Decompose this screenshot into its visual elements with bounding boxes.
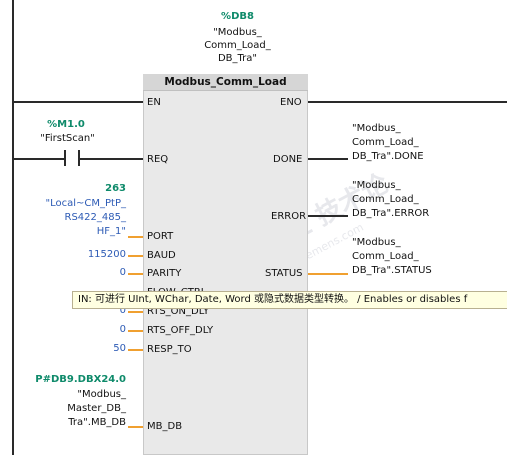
error-lead (308, 215, 348, 217)
instance-db-name-line-3: DB_Tra" (217, 53, 258, 64)
rts-off-value[interactable]: 0 (119, 324, 126, 335)
baud-value[interactable]: 115200 (87, 249, 126, 260)
pin-rts-on-dly: RTS_ON_DLY (147, 306, 210, 317)
port-param-value[interactable]: 263 (105, 183, 126, 194)
baud-lead (128, 255, 143, 257)
instance-db-name-line-1: "Modbus_ (213, 27, 262, 38)
pin-port: PORT (147, 231, 174, 242)
function-block-body[interactable] (143, 74, 308, 455)
pin-eno: ENO (280, 97, 302, 108)
instance-db-tag[interactable]: %DB8 (221, 11, 254, 22)
req-rung-line-right (78, 158, 143, 160)
pin-baud: BAUD (147, 250, 176, 261)
pin-resp-to: RESP_TO (147, 344, 192, 355)
pin-rts-off-dly: RTS_OFF_DLY (147, 325, 214, 336)
pin-done: DONE (273, 154, 303, 165)
mb-db-line-2: Master_DB_ (67, 403, 126, 414)
port-lead (128, 236, 143, 238)
parameter-tooltip: IN: 可进行 UInt, WChar, Date, Word 或隐式数据类型转… (72, 291, 507, 309)
mb-db-lead (128, 426, 143, 428)
en-rung-line (12, 101, 143, 103)
pin-parity: PARITY (147, 268, 182, 279)
done-lead (308, 158, 348, 160)
pin-req: REQ (147, 154, 169, 165)
rts-off-lead (128, 330, 143, 332)
req-contact-address[interactable]: %M1.0 (47, 119, 85, 130)
done-tag-line-1[interactable]: "Modbus_ (352, 123, 401, 134)
status-lead (308, 273, 348, 275)
rts-on-value[interactable]: 0 (119, 305, 126, 316)
left-power-rail (12, 0, 14, 455)
parity-lead (128, 273, 143, 275)
resp-to-lead (128, 349, 143, 351)
function-block-title[interactable]: Modbus_Comm_Load (143, 74, 308, 91)
mb-db-line-1: "Modbus_ (77, 389, 126, 400)
req-rung-line-left (12, 158, 64, 160)
error-tag-line-3: DB_Tra".ERROR (352, 208, 430, 219)
eno-rung-line (308, 101, 507, 103)
pin-error: ERROR (271, 211, 307, 222)
port-param-line-2: RS422_485_ (64, 212, 126, 223)
status-tag-line-3: DB_Tra".STATUS (352, 265, 432, 276)
pin-en: EN (147, 97, 161, 108)
pin-status: STATUS (265, 268, 303, 279)
done-tag-line-2: Comm_Load_ (352, 137, 419, 148)
port-param-line-3: HF_1" (96, 226, 126, 237)
done-tag-line-3: DB_Tra".DONE (352, 151, 424, 162)
error-tag-line-2: Comm_Load_ (352, 194, 419, 205)
mb-db-line-3: Tra".MB_DB (68, 417, 126, 428)
req-contact-symbol: "FirstScan" (40, 133, 95, 144)
port-param-line-1: "Local~CM_PtP_ (45, 198, 127, 209)
pin-mb-db: MB_DB (147, 421, 183, 432)
error-tag-line-1[interactable]: "Modbus_ (352, 180, 401, 191)
instance-db-name-line-2: Comm_Load_ (204, 40, 271, 51)
status-tag-line-1[interactable]: "Modbus_ (352, 237, 401, 248)
resp-to-value[interactable]: 50 (113, 343, 126, 354)
mb-db-address[interactable]: P#DB9.DBX24.0 (35, 374, 126, 385)
parity-value[interactable]: 0 (119, 267, 126, 278)
rts-on-lead (128, 311, 143, 313)
status-tag-line-2: Comm_Load_ (352, 251, 419, 262)
